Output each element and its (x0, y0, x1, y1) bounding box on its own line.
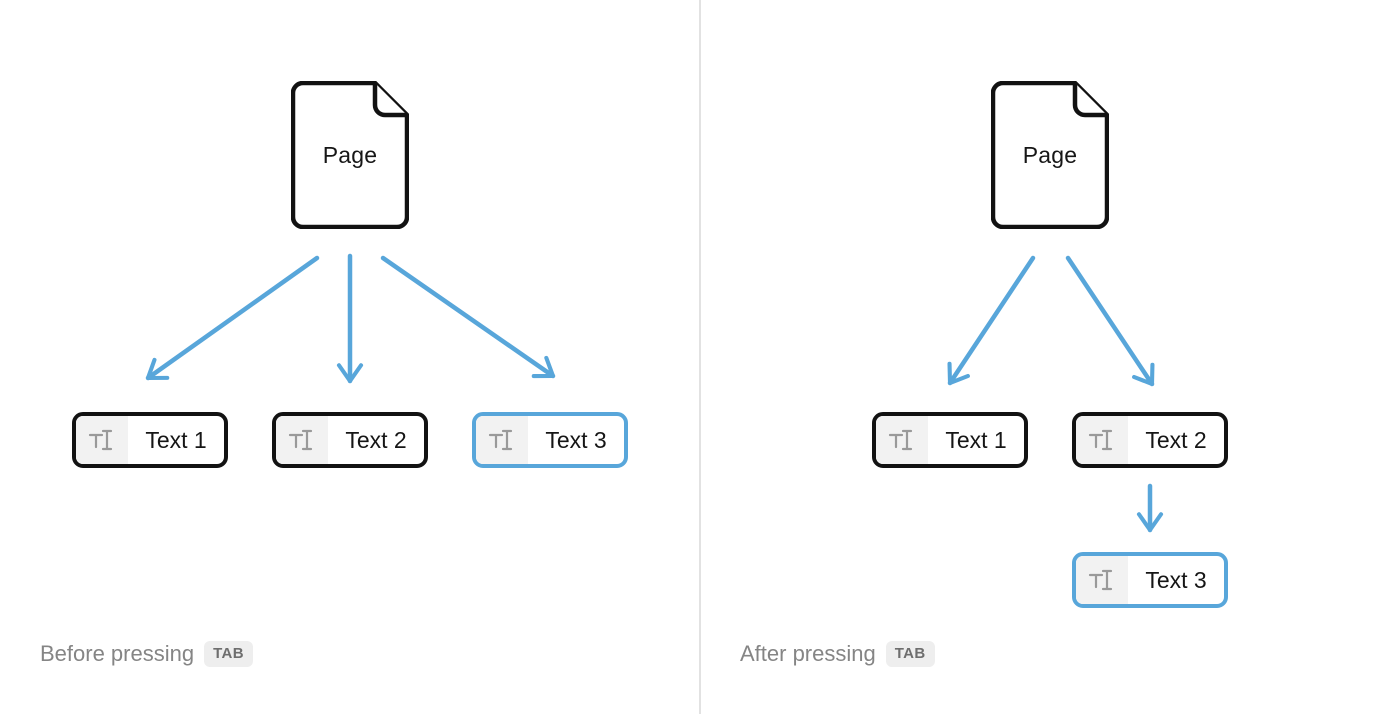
page-icon (291, 81, 409, 229)
arrow-page-to-text1-after (947, 255, 1036, 386)
arrow-page-to-text1-before (145, 255, 320, 381)
text-block-3-before-highlighted: Text 3 (472, 412, 628, 468)
text-block-label: Text 3 (545, 426, 607, 453)
page-label: Page (1022, 141, 1078, 168)
text-cursor-icon (1076, 556, 1128, 604)
text-block-label: Text 1 (945, 426, 1007, 453)
text-cursor-icon (76, 416, 128, 464)
panel-divider (699, 0, 701, 714)
text-block-label: Text 1 (145, 426, 207, 453)
text-block-1-before: Text 1 (72, 412, 228, 468)
text-block-label: Text 2 (1145, 426, 1207, 453)
page-icon (991, 81, 1109, 229)
text-cursor-icon (1076, 416, 1128, 464)
page-node: Page (291, 81, 409, 229)
caption-text: After pressing (740, 641, 876, 666)
tab-key-badge: TAB (885, 641, 935, 667)
text-block-2-before: Text 2 (272, 412, 428, 468)
caption-after: After pressing TAB (740, 641, 935, 667)
arrow-page-to-text3-before (380, 255, 556, 379)
text-cursor-icon (476, 416, 528, 464)
tab-key-badge: TAB (204, 641, 254, 667)
text-block-2-after: Text 2 (1072, 412, 1228, 468)
text-block-label: Text 3 (1145, 566, 1207, 593)
text-cursor-icon (276, 416, 328, 464)
text-block-label: Text 2 (345, 426, 407, 453)
page-node: Page (991, 81, 1109, 229)
page-label: Page (322, 141, 378, 168)
text-cursor-icon (876, 416, 928, 464)
text-block-1-after: Text 1 (872, 412, 1028, 468)
arrow-page-to-text2-after (1065, 255, 1155, 387)
caption-before: Before pressing TAB (40, 641, 254, 667)
text-block-3-after-highlighted: Text 3 (1072, 552, 1228, 608)
caption-text: Before pressing (40, 641, 195, 666)
